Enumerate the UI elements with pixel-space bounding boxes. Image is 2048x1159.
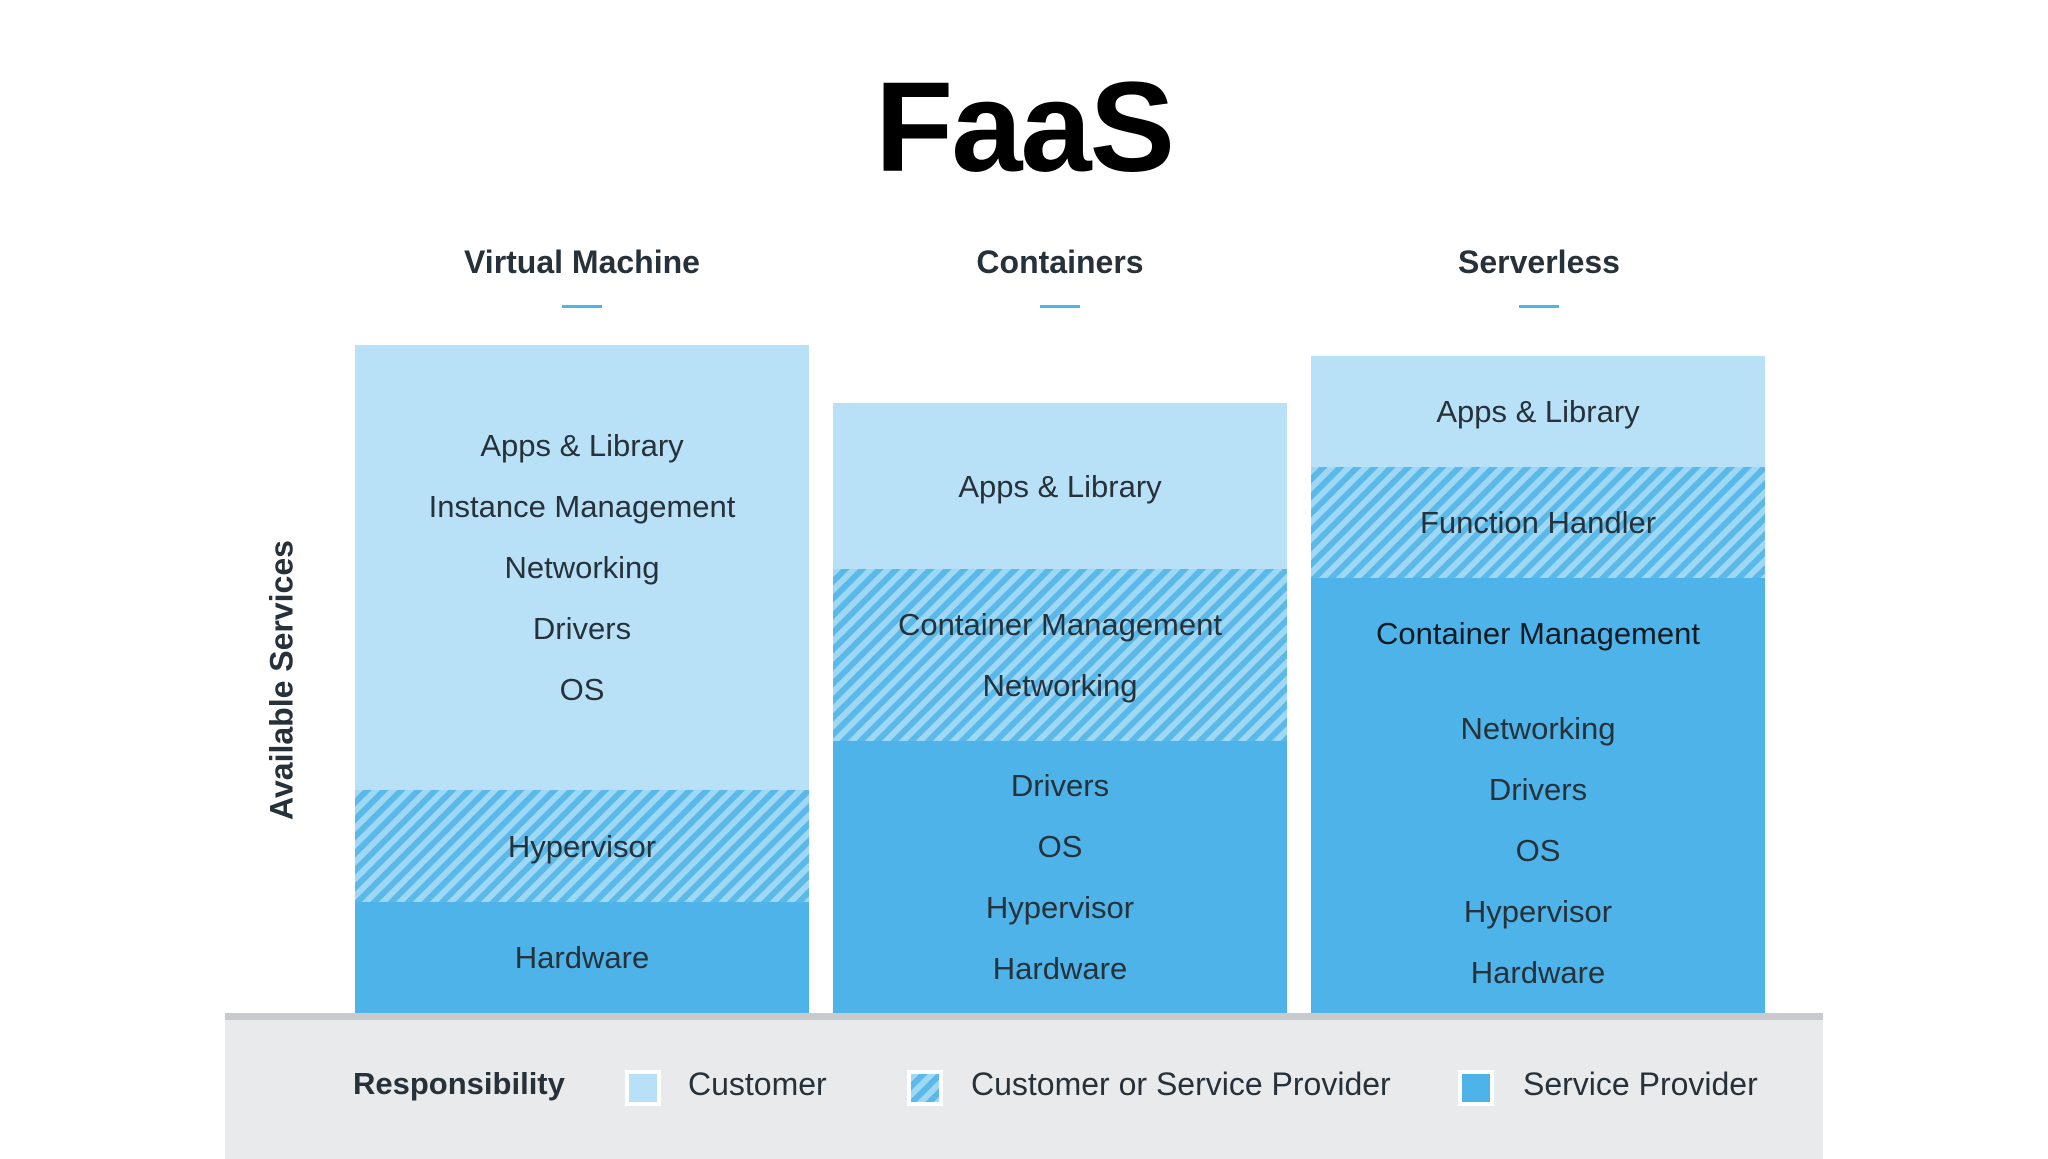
column-heading-underline	[1040, 305, 1080, 308]
layer-label: Drivers	[1488, 772, 1588, 807]
layer-label: Apps & Library	[480, 428, 684, 463]
legend-label-shared: Customer or Service Provider	[971, 1066, 1391, 1102]
layer-label: Function Handler	[1419, 505, 1657, 540]
y-axis-label: Available Services	[263, 540, 300, 820]
layer-label: OS	[559, 672, 605, 707]
column-heading-serverless: Serverless	[1458, 244, 1620, 280]
column-heading-containers: Containers	[976, 244, 1144, 280]
segment-shared: Function Handler	[1311, 467, 1765, 578]
segment-customer: Apps & Library	[833, 403, 1287, 569]
layer-label: Drivers	[1010, 768, 1110, 803]
layer-label: Hardware	[1470, 955, 1606, 990]
layer-label: OS	[1037, 829, 1083, 864]
slide-title: FaaS	[875, 56, 1175, 199]
layer-label: Apps & Library	[1436, 394, 1640, 429]
segment-customer: Apps & Library	[1311, 356, 1765, 467]
segment-provider: Hardware	[355, 902, 809, 1013]
layer-label: Networking	[982, 668, 1138, 703]
segment-provider: Drivers OS Hypervisor Hardware	[833, 741, 1287, 1013]
segment-customer: Apps & Library Instance Management Netwo…	[355, 345, 809, 790]
segment-shared: Hypervisor	[355, 790, 809, 902]
stack-containers: Apps & Library Container Management Netw…	[833, 403, 1287, 1013]
column-heading-virtual-machine: Virtual Machine	[464, 244, 700, 280]
segment-provider: Networking Drivers OS Hypervisor Hardwar…	[1311, 688, 1765, 1013]
column-heading-underline	[562, 305, 602, 308]
layer-label: Hypervisor	[985, 890, 1135, 925]
legend-swatch-customer	[625, 1070, 661, 1106]
column-heading-underline	[1519, 305, 1559, 308]
stack-serverless: Apps & Library Function Handler Containe…	[1311, 356, 1765, 1013]
layer-label: Hardware	[992, 951, 1128, 986]
segment-shared: Container Management Networking	[833, 569, 1287, 741]
legend-label-customer: Customer	[688, 1066, 827, 1102]
layer-label: Hypervisor	[507, 828, 657, 864]
legend-swatch-provider	[1458, 1070, 1494, 1106]
layer-label: Hypervisor	[1463, 894, 1613, 929]
layer-label: Networking	[1460, 711, 1616, 746]
legend-swatch-shared	[907, 1070, 943, 1106]
layer-label: Apps & Library	[958, 468, 1162, 504]
layer-label: Networking	[504, 550, 660, 585]
layer-label: OS	[1515, 833, 1561, 868]
layer-label: Hardware	[514, 940, 650, 975]
layer-label: Container Management	[1376, 615, 1700, 651]
layer-label: Drivers	[532, 611, 632, 646]
legend: Responsibility Customer Customer or Serv…	[225, 1013, 1823, 1159]
layer-label: Container Management	[898, 607, 1222, 642]
legend-label-provider: Service Provider	[1523, 1066, 1758, 1102]
legend-title: Responsibility	[353, 1066, 565, 1101]
layer-label: Instance Management	[428, 489, 736, 524]
stack-virtual-machine: Apps & Library Instance Management Netwo…	[355, 345, 809, 1013]
segment-provider: Container Management	[1311, 578, 1765, 688]
